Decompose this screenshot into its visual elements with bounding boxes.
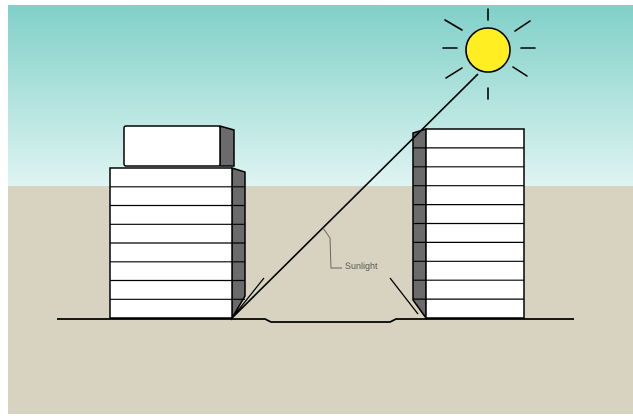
sun-ray — [444, 19, 463, 31]
sun-ray — [445, 67, 463, 79]
left-rooftop-box-side — [219, 125, 235, 167]
sun-rays — [442, 8, 536, 100]
left-building — [109, 125, 246, 321]
sunlight-ray — [231, 73, 479, 319]
ground-line — [57, 318, 574, 323]
right-floor-lines — [413, 147, 524, 300]
sun-icon — [442, 8, 536, 100]
sun-ray — [512, 66, 528, 77]
left-rooftop-box — [123, 125, 221, 167]
sunlight-label: Sunlight — [345, 261, 378, 271]
ground — [8, 186, 633, 414]
sky — [8, 5, 633, 187]
sun-disc — [465, 27, 511, 73]
sun-ray — [514, 20, 531, 32]
left-floor-lines — [110, 186, 245, 300]
left-angle-mark — [231, 277, 265, 319]
right-angle-mark — [389, 277, 419, 315]
right-building — [412, 127, 525, 321]
sunlight-label-leader — [322, 227, 342, 269]
